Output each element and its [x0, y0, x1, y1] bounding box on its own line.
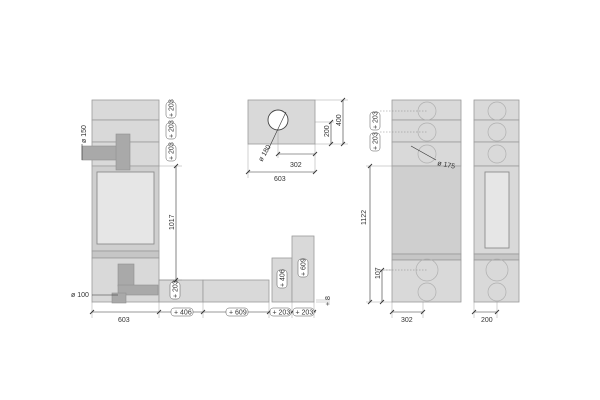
top-module-1 [91, 99, 160, 121]
column-label-406-text: + 406 [280, 269, 287, 287]
side-module-1 [391, 99, 462, 121]
top-view-flue-hole [267, 109, 289, 131]
side-module-label-1: + 203 [369, 111, 381, 131]
stove-base-band [91, 250, 160, 259]
bench-module-1 [158, 279, 204, 303]
module-label-1: + 203 [165, 99, 177, 119]
back-view: 200 [471, 99, 520, 324]
front-view: + 203 + 203 + 203 1017 + 203 ø 150 ø 100 [71, 99, 332, 324]
top-view-depth-label: 400 [336, 114, 343, 126]
side-width-label: 302 [401, 317, 413, 324]
flue-pipe-vertical [115, 133, 131, 171]
stove-glass [96, 171, 155, 245]
bottom-pill-3: + 203 [269, 307, 292, 317]
side-module-label-2-text: + 203 [373, 132, 380, 150]
bottom-pill-2: + 609 [225, 307, 249, 317]
back-width-label: 200 [481, 317, 493, 324]
module-label-1-text: + 203 [169, 99, 176, 117]
top-view-body [247, 99, 316, 145]
bottom-pill-4-text: + 203 [296, 310, 314, 317]
bottom-pill-1-text: + 406 [174, 310, 192, 317]
flue-pipe-bottom-horizontal [117, 284, 159, 296]
side-flue-label: ø 175 [437, 160, 456, 171]
side-module-3 [391, 141, 462, 167]
bench-module-2 [202, 279, 270, 303]
bottom-pill-1: + 406 [170, 307, 194, 317]
side-height-label: 1122 [361, 210, 368, 225]
side-body [391, 165, 462, 255]
module-label-3: + 203 [165, 142, 177, 162]
back-module-1 [473, 99, 520, 121]
base-module-label-text: + 203 [173, 280, 180, 298]
bottom-pill-3-text: + 203 [273, 310, 291, 317]
height-label: 1017 [169, 214, 176, 230]
side-view: + 203 + 203 ø 175 1122 107 302 [361, 99, 462, 324]
flue-left-label: ø 150 [81, 125, 88, 143]
flue-bottom-label: ø 100 [71, 292, 89, 299]
column-label-406: + 406 [276, 269, 288, 289]
front-width-label: 603 [118, 317, 130, 324]
top-view-inner-depth-label: 200 [324, 125, 331, 137]
offset-label: + 8 [325, 296, 332, 306]
module-label-2-text: + 203 [169, 120, 176, 138]
back-window [484, 171, 510, 249]
flue-pipe-left [81, 145, 119, 161]
bottom-pill-4: + 203 [292, 307, 315, 317]
column-label-609-text: + 609 [301, 258, 308, 276]
module-label-3-text: + 203 [169, 142, 176, 160]
flue-pipe-bottom-vertical [117, 263, 135, 287]
base-module-label: + 203 [169, 280, 181, 300]
top-view: ø 180 400 200 302 603 [245, 97, 348, 183]
side-module-label-2: + 203 [369, 132, 381, 152]
flue-pipe-bottom-stub [111, 292, 127, 304]
top-view-hole-label: ø 180 [258, 144, 273, 163]
top-view-width-label: 603 [274, 176, 286, 183]
side-bottom-label: 107 [375, 267, 382, 279]
module-label-2: + 203 [165, 120, 177, 140]
side-module-label-1-text: + 203 [373, 111, 380, 129]
back-module-3 [473, 141, 520, 167]
bottom-pill-2-text: + 609 [229, 310, 247, 317]
column-label-609: + 609 [297, 258, 309, 278]
top-view-offset-label: 302 [290, 162, 302, 169]
